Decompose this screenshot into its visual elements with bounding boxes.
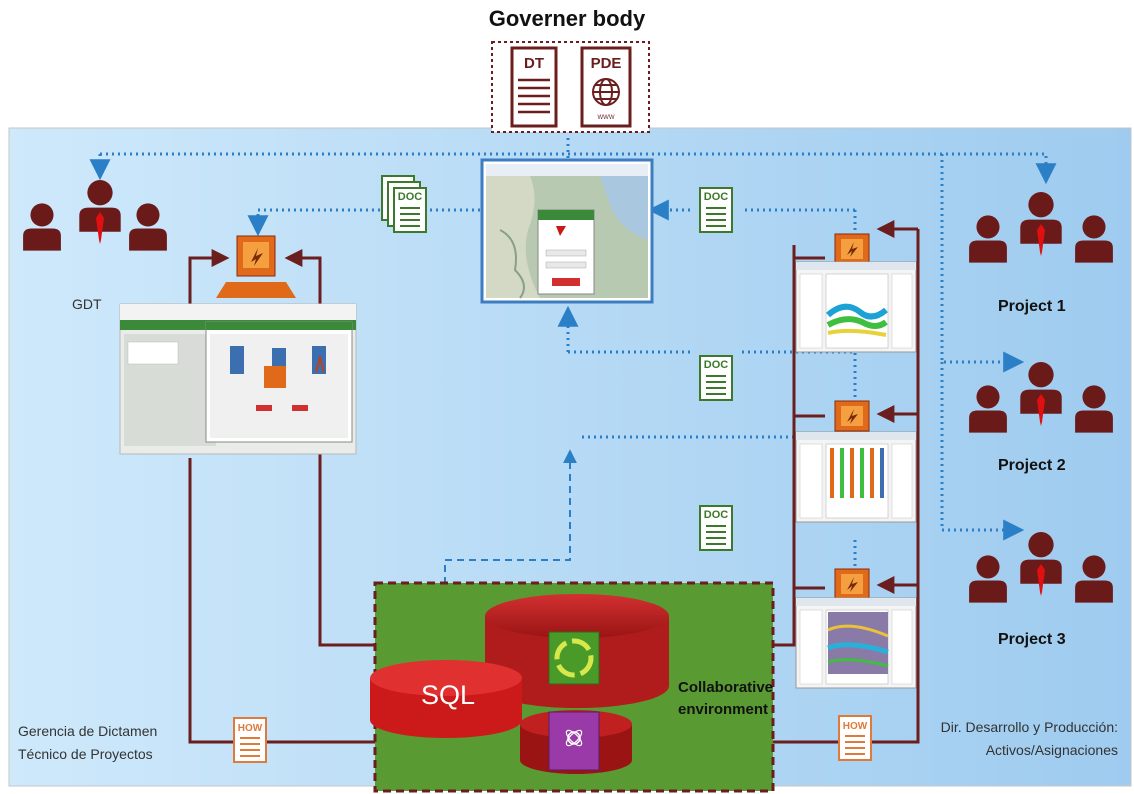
sql-label: SQL — [420, 680, 476, 710]
app-icon-project-1 — [834, 233, 870, 265]
svg-text:WWW: WWW — [598, 115, 615, 121]
svg-text:DT: DT — [524, 55, 544, 72]
project-1-label: Project 1 — [998, 298, 1066, 315]
globe-icon — [592, 78, 620, 106]
seismic-screenshot-3 — [795, 597, 917, 689]
svg-text:HOW: HOW — [843, 721, 868, 732]
main-database-cylinder — [485, 594, 669, 708]
project-3-people-icon — [969, 532, 1113, 603]
project-2-label: Project 2 — [998, 457, 1066, 474]
doc-icon-bottom: DOC — [699, 505, 733, 551]
project-3-label: Project 3 — [998, 631, 1066, 648]
project-2-people-icon — [969, 362, 1113, 433]
collaborative-environment-label: Collaborative environment — [678, 679, 774, 718]
gdt-label: GDT — [72, 296, 102, 312]
svg-text:DOC: DOC — [704, 191, 729, 203]
gdt-application-screenshot — [119, 303, 357, 455]
svg-text:HOW: HOW — [238, 723, 263, 734]
svg-text:DOC: DOC — [704, 509, 729, 521]
app-icon-project-2 — [834, 400, 870, 432]
map-portal-screenshot — [480, 158, 654, 304]
well-log-screenshot-2 — [795, 431, 917, 523]
pde-document-icon: PDE WWW — [580, 46, 632, 128]
recycle-icon — [554, 638, 594, 678]
project-1-people-icon — [969, 192, 1113, 263]
svg-text:PDE: PDE — [591, 55, 622, 72]
gdt-people-group-icon — [23, 180, 167, 251]
petrel-studio-cylinder — [520, 710, 632, 774]
gdt-laptop-icon — [216, 235, 296, 298]
svg-text:DOC: DOC — [704, 359, 729, 371]
doc-icon-middle: DOC — [699, 355, 733, 401]
svg-text:DOC: DOC — [398, 191, 423, 203]
left-caption: Gerencia de Dictamen Técnico de Proyecto… — [18, 723, 158, 762]
right-caption: Dir. Desarrollo y Producción: Activos/As… — [940, 719, 1118, 758]
seismic-screenshot-1 — [795, 261, 917, 353]
governor-body-title: Governer body — [488, 6, 646, 31]
app-icon-project-3 — [834, 568, 870, 600]
distribution-arrows — [89, 138, 1057, 568]
how-icon-left: HOW — [233, 717, 267, 763]
sql-database-cylinder — [370, 660, 522, 738]
dt-document-icon: DT — [510, 46, 558, 128]
doc-stack-icon: DOC — [381, 175, 427, 233]
doc-icon-top: DOC — [699, 187, 733, 233]
how-icon-right: HOW — [838, 715, 872, 761]
